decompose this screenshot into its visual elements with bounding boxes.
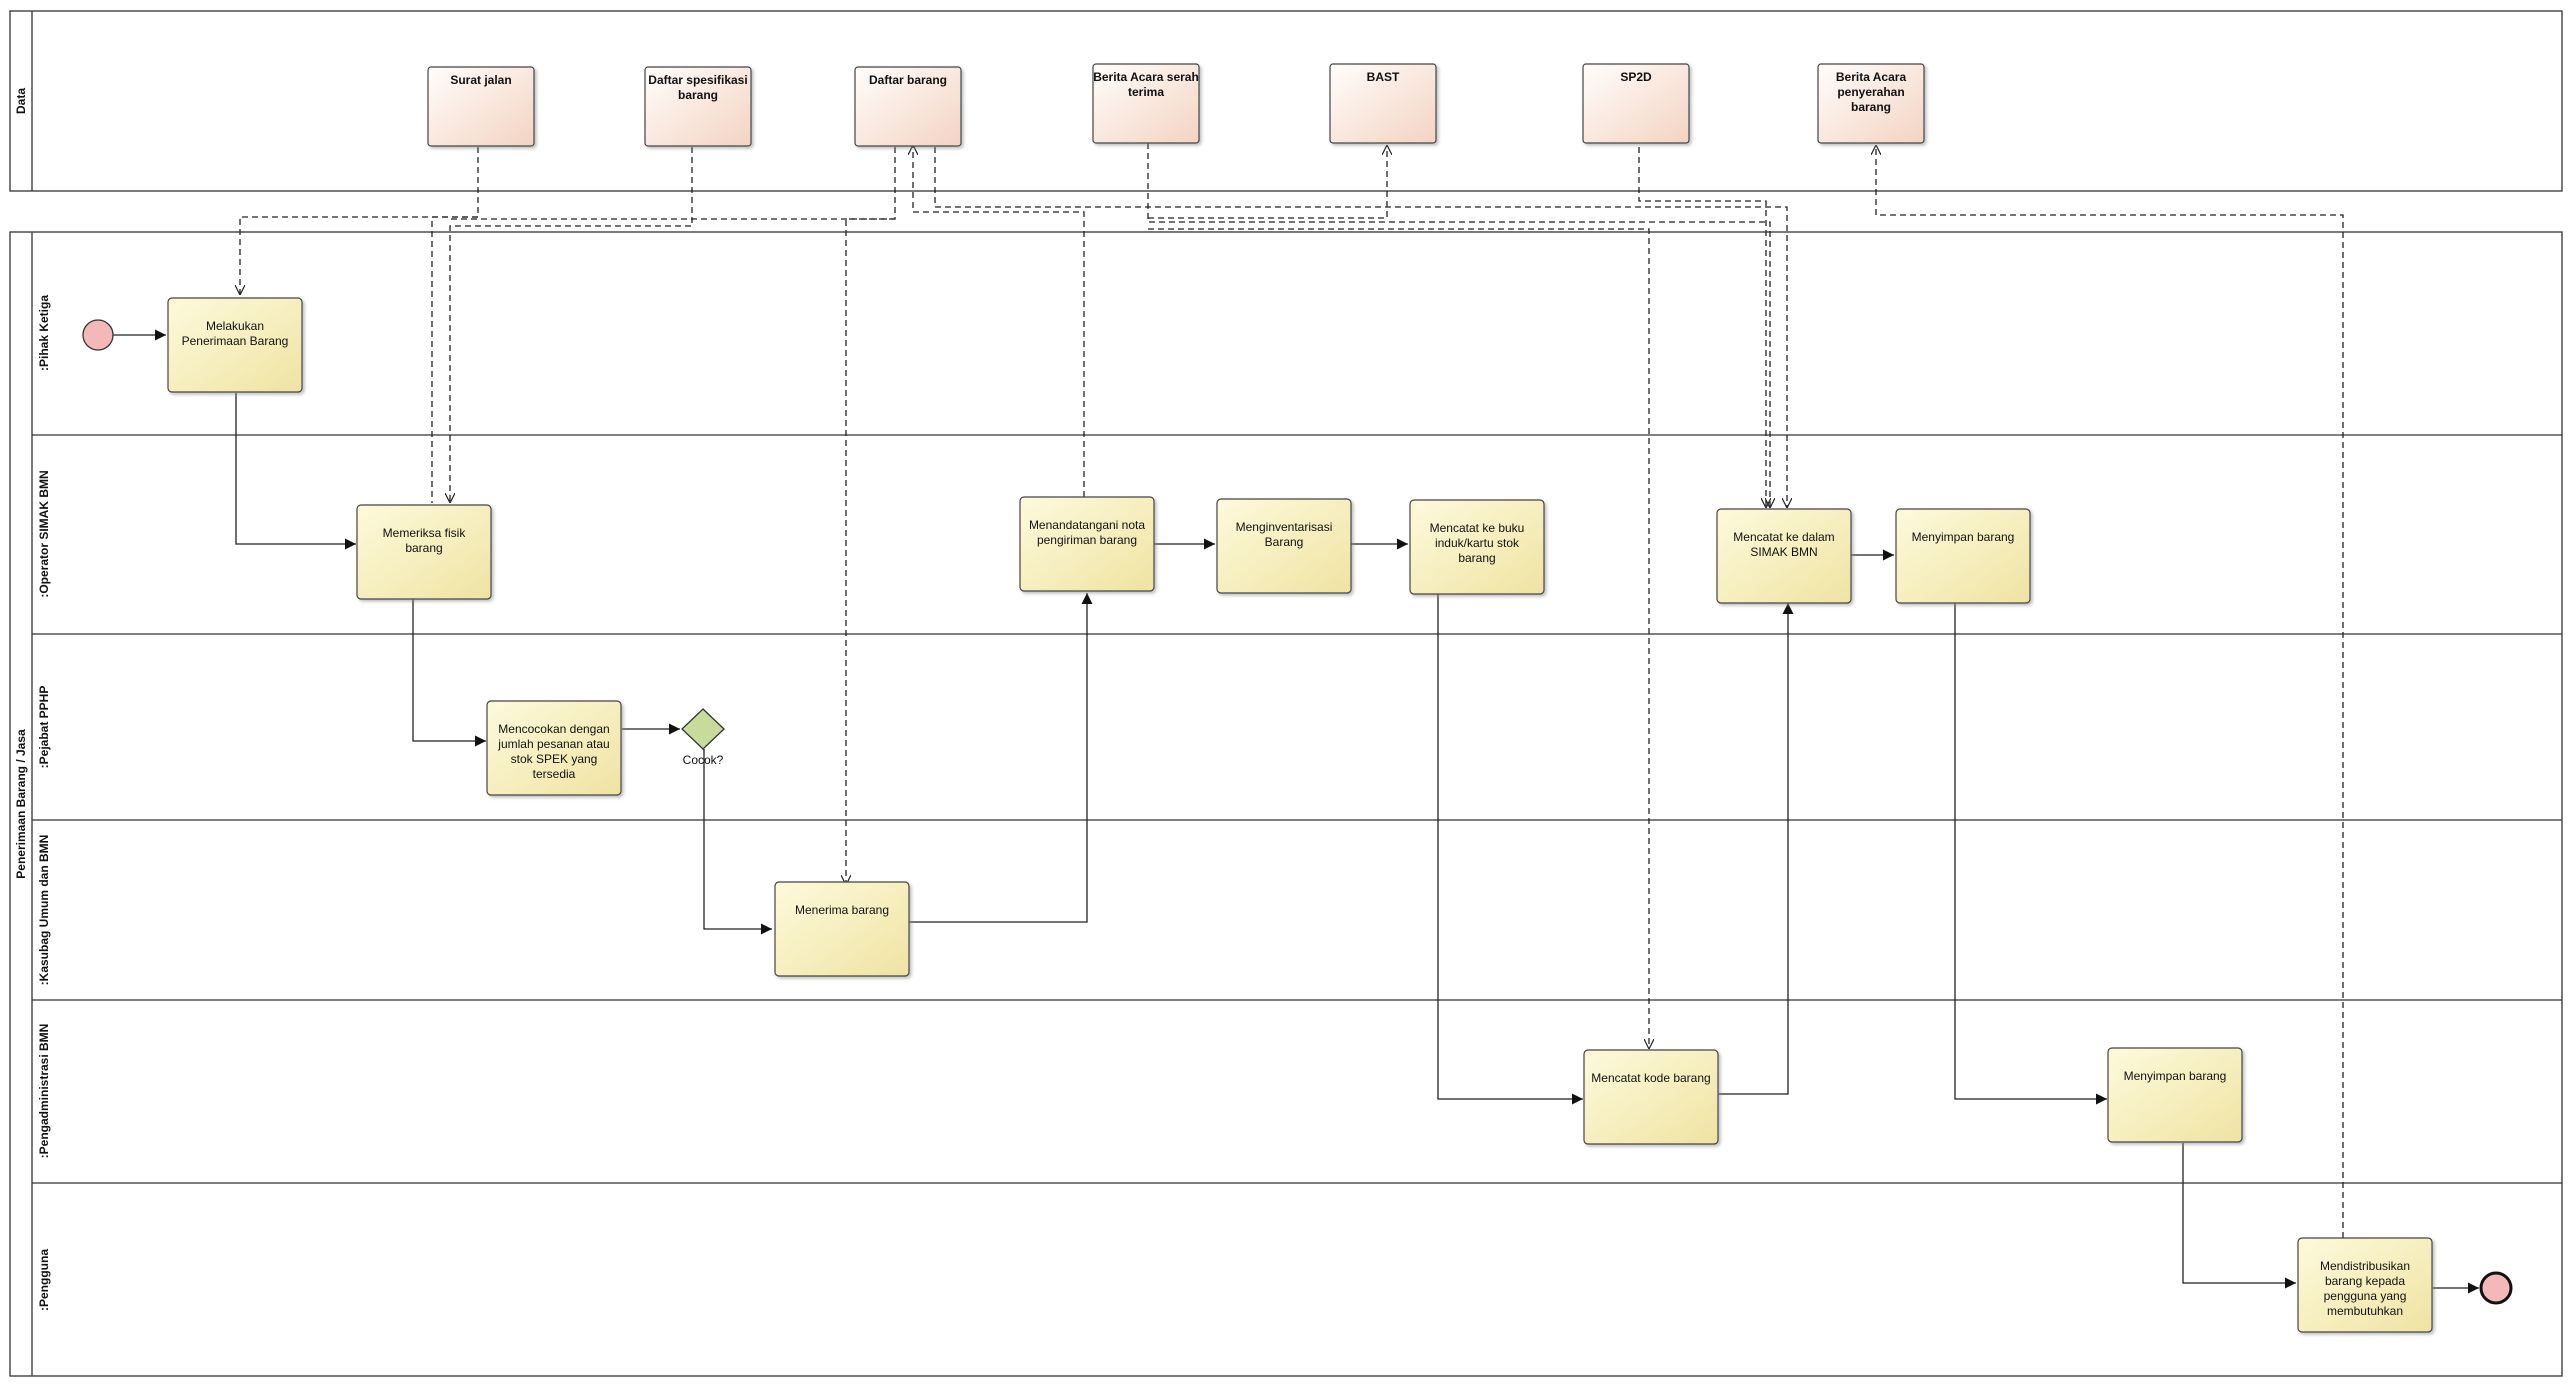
data-object-d6[interactable]: SP2D	[1582, 63, 1690, 144]
data-object-box	[1092, 63, 1200, 144]
activity-box	[1895, 508, 2031, 604]
activity-label: Menginventarisasi	[1236, 520, 1333, 534]
activity-label: induk/kartu stok	[1435, 536, 1520, 550]
gateway-label: Cocok?	[683, 753, 724, 767]
data-object-box	[1582, 63, 1690, 144]
activity-label: Melakukan	[206, 319, 264, 333]
lane-label-operator-simak-bmn: :Operator SIMAK BMN	[37, 470, 51, 597]
lane-label-pihak-ketiga: :Pihak Ketiga	[37, 295, 51, 371]
activity-label: stok SPEK yang	[511, 752, 598, 766]
data-object-label: Daftar spesifikasi	[648, 73, 747, 87]
activity-box	[167, 297, 303, 393]
data-object-label: Berita Acara serah	[1093, 70, 1199, 84]
data-object-box	[1329, 63, 1437, 144]
activity-a10[interactable]: Menyimpan barang	[1895, 508, 2031, 604]
activity-label: Mendistribusikan	[2320, 1259, 2410, 1273]
activity-box	[486, 700, 622, 796]
activity-label: Menyimpan barang	[1912, 530, 2015, 544]
activity-a11[interactable]: Menyimpan barang	[2107, 1047, 2243, 1143]
activity-box	[1019, 496, 1155, 592]
pool-title: Penerimaan Barang / Jasa	[14, 729, 28, 879]
data-object-label: barang	[1851, 100, 1891, 114]
data-object-label: BAST	[1367, 70, 1400, 84]
activity-box	[356, 504, 492, 600]
data-object-label: Surat jalan	[450, 73, 511, 87]
activity-box	[2297, 1237, 2433, 1333]
activity-box	[1409, 499, 1545, 595]
activity-label: Mencatat ke buku	[1430, 521, 1525, 535]
lane-labels: :Pihak Ketiga :Operator SIMAK BMN :Pejab…	[37, 295, 51, 1311]
data-object-label: SP2D	[1620, 70, 1652, 84]
activity-label: Barang	[1265, 535, 1304, 549]
end-event[interactable]	[2479, 1271, 2513, 1305]
data-object-d3[interactable]: Daftar barang	[854, 66, 962, 147]
activity-label: tersedia	[533, 767, 576, 781]
gateway-cocok[interactable]: Cocok?	[681, 708, 725, 767]
sequence-flows	[113, 329, 2479, 1294]
activity-label: Mencatat ke dalam	[1733, 530, 1834, 544]
data-object-label: terima	[1128, 85, 1164, 99]
lane-label-kasubag-umum: :Kasubag Umum dan BMN	[37, 835, 51, 986]
data-object-box	[644, 66, 752, 147]
data-object-box	[1817, 63, 1925, 144]
activity-label: pengiriman barang	[1037, 533, 1137, 547]
data-lane-title: Data	[14, 88, 28, 114]
activity-label: Mencocokan dengan	[498, 722, 609, 736]
pool: Penerimaan Barang / Jasa	[9, 231, 2563, 1377]
activity-label: SIMAK BMN	[1750, 545, 1817, 559]
data-object-label: penyerahan	[1837, 85, 1904, 99]
lane-label-pejabat-pphp: :Pejabat PPHP	[37, 686, 51, 769]
data-lane: Data	[9, 10, 2563, 192]
activity-box	[1216, 498, 1352, 594]
activity-label: pengguna yang	[2324, 1289, 2407, 1303]
activity-label: barang	[405, 541, 442, 555]
data-object-box	[854, 66, 962, 147]
data-object-label: barang	[678, 88, 718, 102]
activity-box	[1583, 1049, 1719, 1145]
lane-label-pengguna: :Pengguna	[37, 1249, 51, 1311]
data-object-d5[interactable]: BAST	[1329, 63, 1437, 144]
activity-box	[2107, 1047, 2243, 1143]
activity-label: barang	[1458, 551, 1495, 565]
activity-label: barang kepada	[2325, 1274, 2405, 1288]
data-object-label: Daftar barang	[869, 73, 947, 87]
activity-a4[interactable]: Menerima barang	[774, 881, 910, 977]
activity-a8[interactable]: Mencatat kode barang	[1583, 1049, 1719, 1145]
lane-label-pengadministrasi-bmn: :Pengadministrasi BMN	[37, 1024, 51, 1159]
start-event[interactable]	[82, 319, 114, 351]
activity-label: membutuhkan	[2327, 1304, 2403, 1318]
activity-box	[1716, 508, 1852, 604]
activity-label: Menerima barang	[795, 903, 889, 917]
data-object-box	[427, 66, 535, 147]
activity-label: Penerimaan Barang	[182, 334, 289, 348]
activity-label: Mencatat kode barang	[1591, 1071, 1710, 1085]
activity-box	[774, 881, 910, 977]
activity-label: Menyimpan barang	[2124, 1069, 2227, 1083]
data-associations	[240, 143, 2344, 1238]
activity-label: Menandatangani nota	[1029, 518, 1145, 532]
data-object-d1[interactable]: Surat jalan	[427, 66, 535, 147]
lane-separators	[32, 434, 2562, 1184]
data-object-label: Berita Acara	[1836, 70, 1907, 84]
activity-label: Memeriksa fisik	[383, 526, 467, 540]
activity-label: jumlah pesanan atau	[497, 737, 609, 751]
